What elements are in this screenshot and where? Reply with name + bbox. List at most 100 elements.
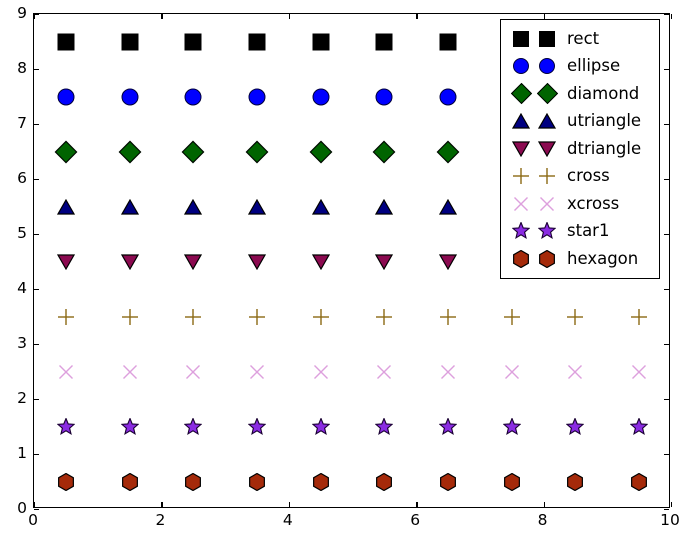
marker-ellipse [57, 88, 75, 105]
marker-dtriangle [120, 253, 139, 270]
y-tick [34, 509, 39, 511]
y-tick-label: 9 [17, 4, 27, 22]
marker-ellipse [248, 88, 266, 105]
legend-marker-dtriangle [534, 135, 560, 163]
y-tick-label: 5 [17, 224, 27, 242]
legend-marker-utriangle [534, 108, 560, 136]
legend-item-dtriangle[interactable]: dtriangle [508, 135, 652, 163]
x-tick [161, 502, 163, 507]
marker-diamond [181, 140, 205, 163]
x-tick [671, 502, 673, 507]
x-tick-top [671, 14, 673, 19]
marker-rect [121, 33, 139, 50]
marker-hexagon [375, 472, 393, 491]
y-tick-label: 1 [17, 444, 27, 462]
marker-ellipse [121, 88, 139, 105]
x-tick-label: 4 [282, 511, 293, 529]
legend-item-ellipse[interactable]: ellipse [508, 53, 652, 81]
x-tick-label: 2 [155, 511, 166, 529]
legend-label: ellipse [567, 56, 621, 75]
marker-xcross [312, 363, 330, 381]
marker-ellipse [184, 88, 202, 105]
x-tick [34, 502, 36, 507]
y-tick [34, 179, 39, 181]
legend-item-xcross[interactable]: xcross [508, 190, 652, 218]
marker-xcross [121, 363, 139, 381]
marker-rect [539, 30, 555, 47]
marker-cross [184, 308, 202, 326]
marker-utriangle [120, 198, 139, 215]
y-tick [34, 69, 39, 71]
legend-marker-star1 [534, 218, 560, 246]
marker-hexagon [503, 472, 521, 491]
legend-item-rect[interactable]: rect [508, 25, 652, 53]
marker-star1 [538, 222, 556, 240]
marker-dtriangle [439, 253, 458, 270]
marker-star1 [56, 417, 75, 436]
marker-cross [248, 308, 266, 326]
marker-star1 [566, 417, 585, 436]
marker-cross [630, 308, 648, 326]
marker-diamond [54, 140, 78, 163]
legend-item-diamond[interactable]: diamond [508, 80, 652, 108]
marker-star1 [311, 417, 330, 436]
marker-utriangle [311, 198, 330, 215]
marker-cross [566, 308, 584, 326]
marker-star1 [120, 417, 139, 436]
marker-ellipse [513, 58, 529, 75]
legend-label: diamond [567, 83, 640, 103]
marker-ellipse [539, 58, 555, 75]
marker-xcross [630, 363, 648, 381]
marker-cross [439, 308, 457, 326]
y-tick [34, 14, 39, 16]
legend-item-utriangle[interactable]: utriangle [508, 108, 652, 136]
marker-cross [512, 167, 530, 185]
marker-star1 [512, 222, 530, 240]
y-tick [34, 344, 39, 346]
x-tick-label: 8 [537, 511, 548, 529]
y-tick-label: 4 [17, 279, 27, 297]
marker-hexagon [566, 472, 584, 491]
marker-diamond [510, 83, 532, 105]
marker-star1 [630, 417, 649, 436]
y-tick-label: 0 [17, 499, 27, 517]
x-tick [288, 502, 291, 507]
legend-marker-diamond [534, 80, 560, 108]
marker-cross [538, 167, 556, 185]
legend-marker-ellipse [534, 53, 560, 81]
marker-star1 [247, 417, 266, 436]
marker-star1 [439, 417, 458, 436]
marker-ellipse [439, 88, 457, 105]
y-tick-right [664, 454, 669, 456]
legend-marker-cross [508, 163, 534, 191]
marker-rect [439, 33, 457, 50]
x-tick-top [161, 14, 163, 19]
marker-cross [503, 308, 521, 326]
x-tick-top [416, 14, 418, 19]
x-tick-top [34, 14, 36, 19]
y-tick-label: 2 [17, 389, 27, 407]
legend-item-hexagon[interactable]: hexagon [508, 245, 652, 273]
y-tick-label: 7 [17, 114, 27, 132]
marker-utriangle [247, 198, 266, 215]
marker-rect [375, 33, 393, 50]
marker-star1 [502, 417, 521, 436]
legend-item-cross[interactable]: cross [508, 163, 652, 191]
marker-utriangle [439, 198, 458, 215]
marker-hexagon [121, 472, 139, 491]
legend-marker-utriangle [508, 108, 534, 136]
marker-ellipse [312, 88, 330, 105]
marker-diamond [309, 140, 332, 163]
marker-rect [248, 33, 266, 50]
marker-ellipse [375, 88, 393, 105]
marker-dtriangle [512, 141, 530, 157]
legend-item-star1[interactable]: star1 [508, 218, 652, 246]
legend-marker-rect [508, 25, 534, 53]
marker-utriangle [375, 198, 394, 215]
marker-hexagon [57, 472, 75, 491]
legend-marker-dtriangle [508, 135, 534, 163]
y-tick-right [664, 69, 669, 71]
marker-diamond [436, 140, 460, 163]
marker-dtriangle [56, 253, 75, 270]
